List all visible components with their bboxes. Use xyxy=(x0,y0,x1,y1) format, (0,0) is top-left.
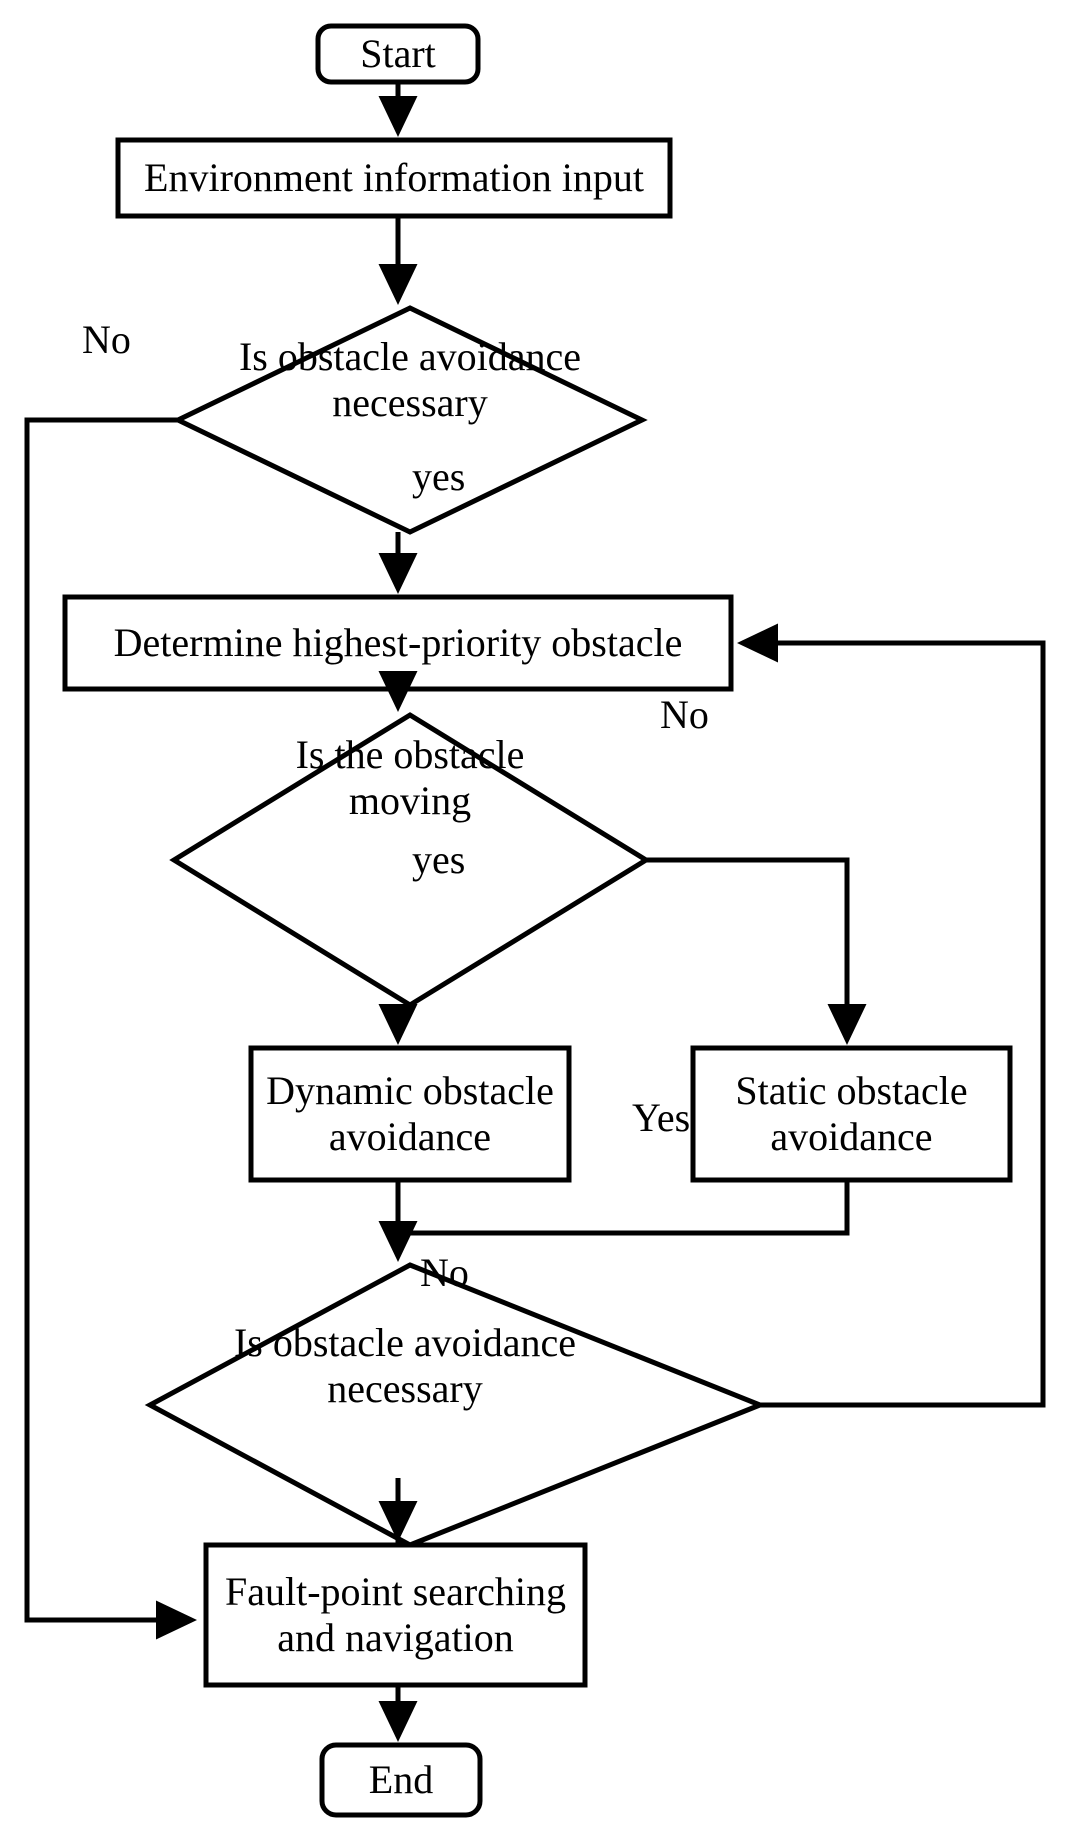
node-shape-decision-is-obstacle-avoidance-necessary-2[interactable] xyxy=(144,1262,767,1548)
node-shape-fault-point-searching-and-navigation[interactable] xyxy=(203,1542,588,1688)
node-shape-dynamic-obstacle-avoidance[interactable] xyxy=(248,1045,572,1183)
node-shape-end[interactable] xyxy=(319,1742,483,1818)
edge-decision2-no-to-static xyxy=(646,857,867,1046)
node-shape-start[interactable] xyxy=(315,23,481,85)
edge-static-to-merge xyxy=(400,1180,850,1236)
node-shape-decision-is-obstacle-avoidance-necessary-1[interactable] xyxy=(172,305,648,535)
node-shape-determine-highest-priority-obstacle[interactable] xyxy=(62,594,734,692)
node-shape-environment-information-input[interactable] xyxy=(115,137,673,219)
node-shape-static-obstacle-avoidance[interactable] xyxy=(690,1045,1013,1183)
node-shape-decision-is-the-obstacle-moving[interactable] xyxy=(169,712,651,1008)
edge-decision3-yes-to-determine xyxy=(736,623,1046,1408)
edge-decision1-no-to-fault xyxy=(24,417,198,1640)
